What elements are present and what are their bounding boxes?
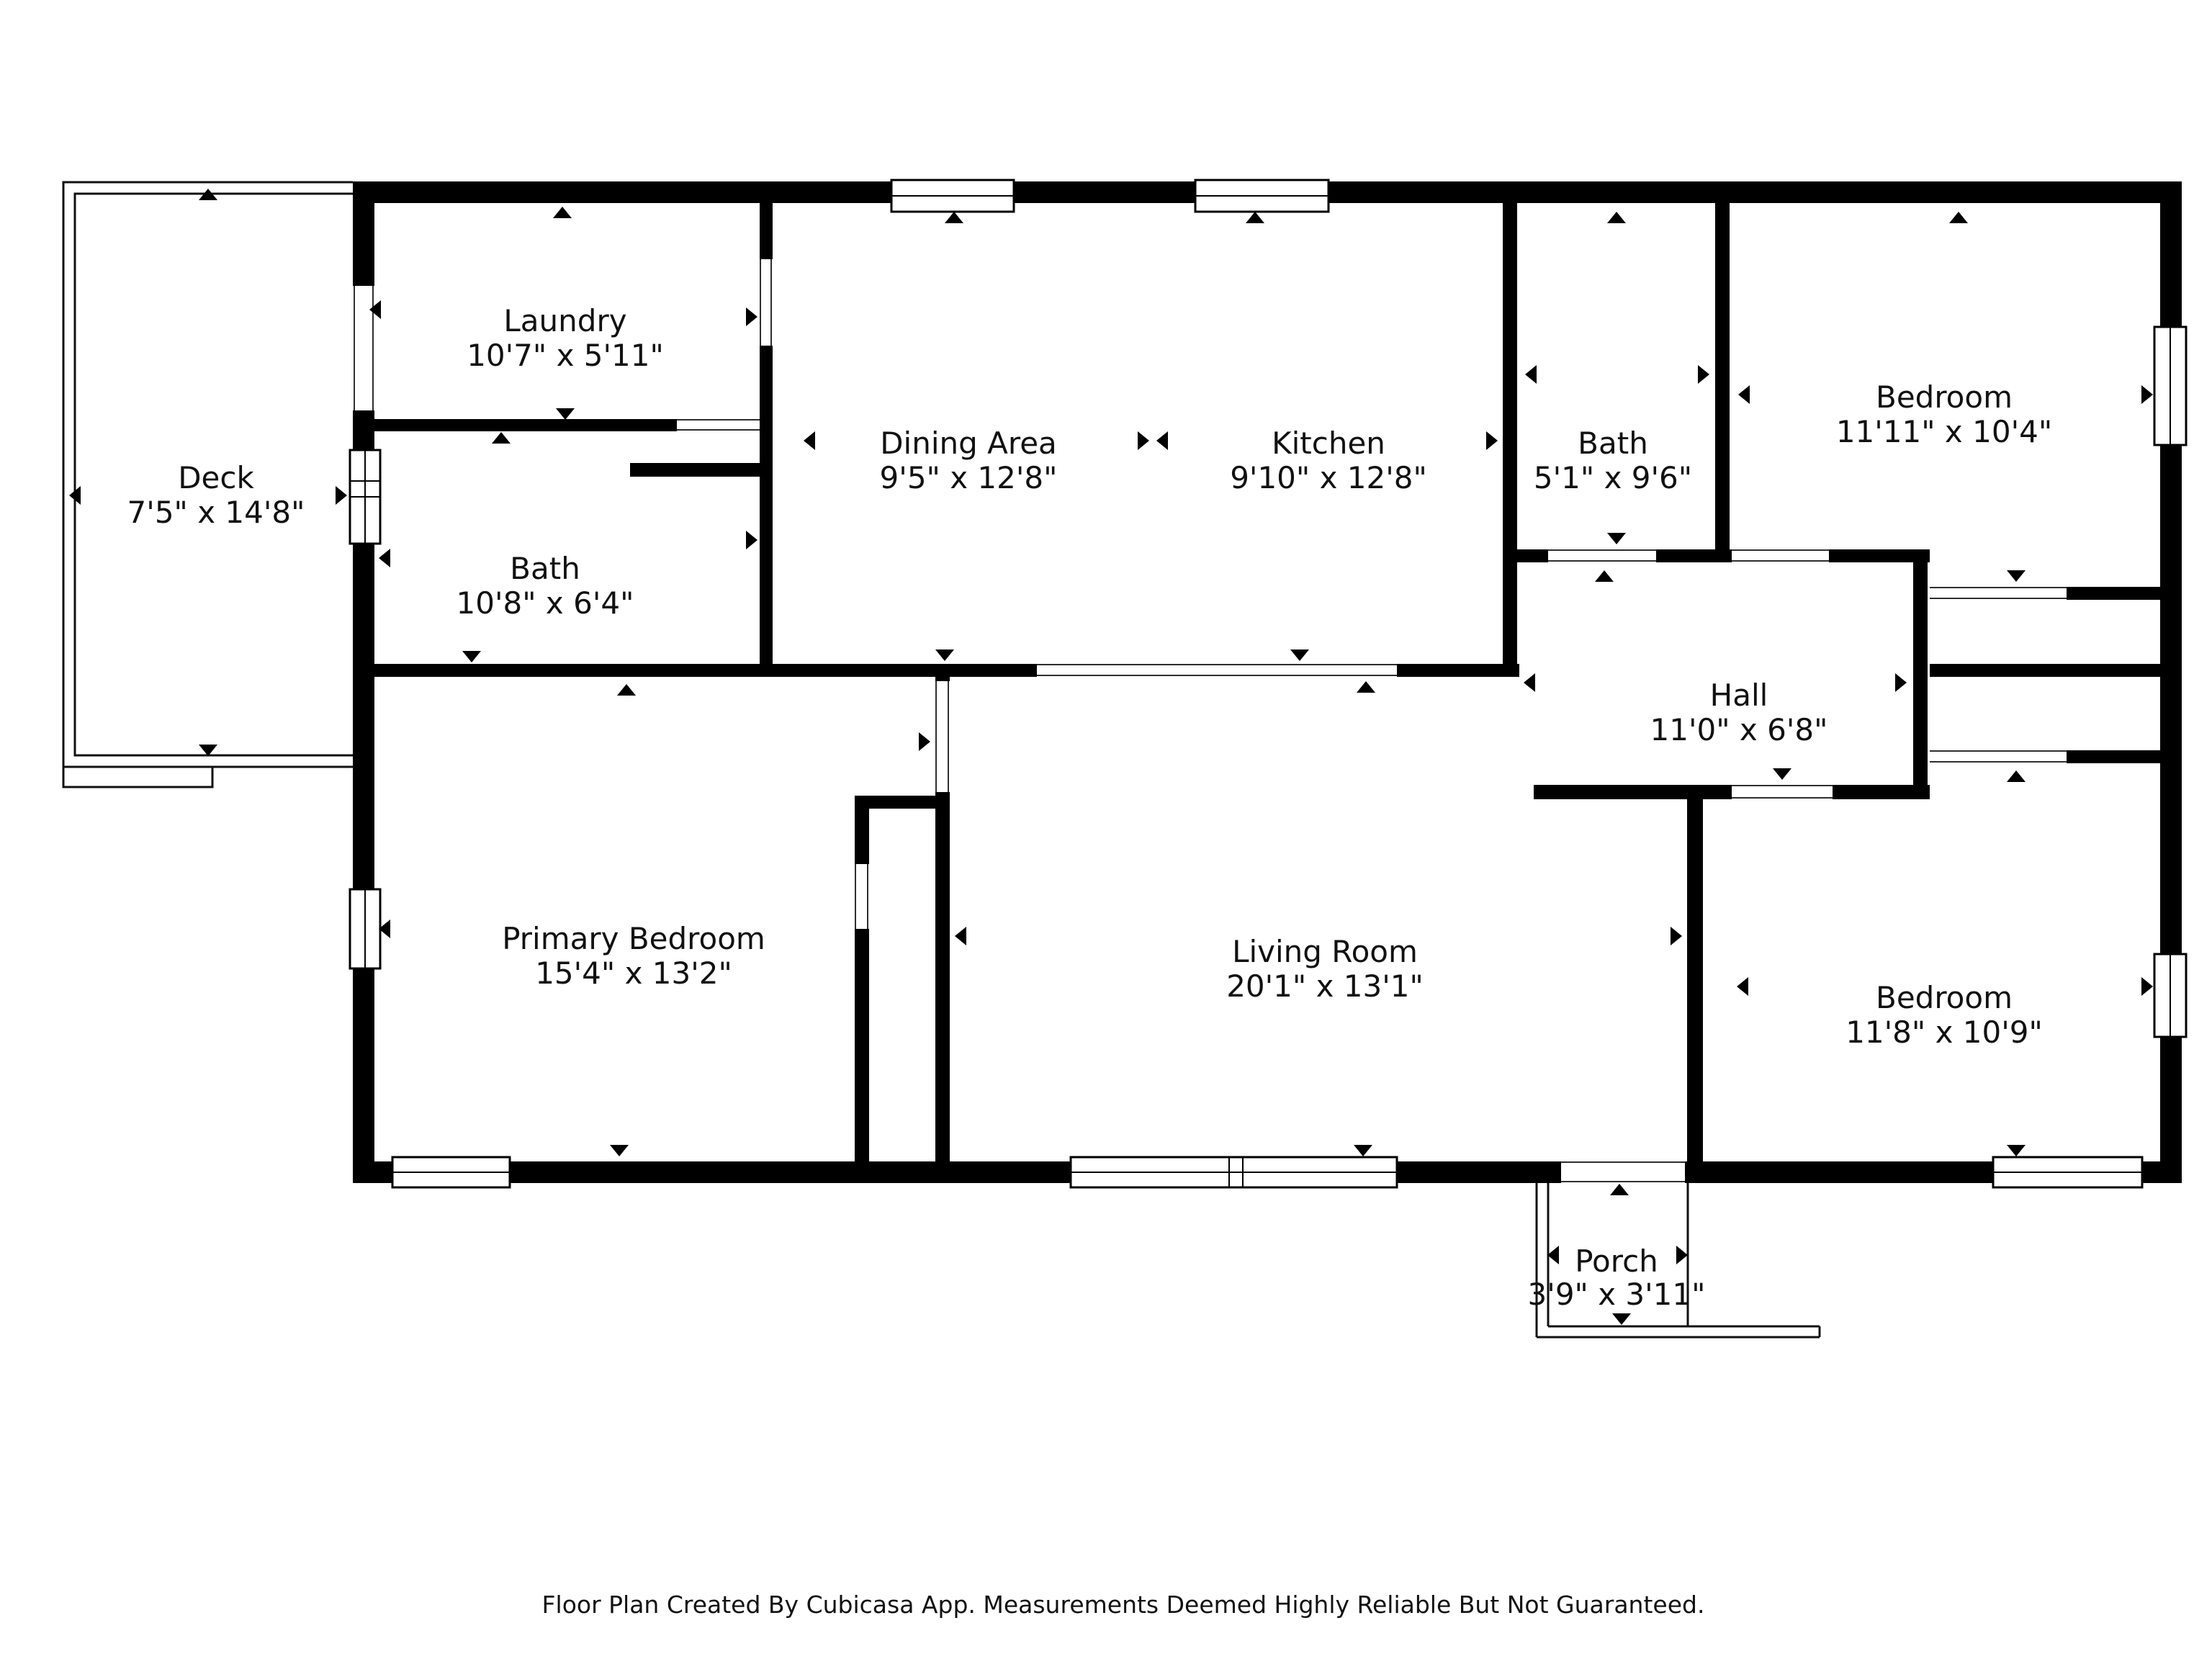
bath-2-name: Bath [1578, 426, 1648, 461]
living-room-name: Living Room [1232, 934, 1418, 969]
bedroom-1-name: Bedroom [1876, 379, 2013, 415]
footer-disclaimer: Floor Plan Created By Cubicasa App. Meas… [542, 1591, 1705, 1619]
hall-dims: 11'0" x 6'8" [1650, 712, 1828, 747]
deck-dims: 7'5" x 14'8" [127, 495, 305, 530]
room-label-primary-bedroom: Primary Bedroom 15'4" x 13'2" [502, 921, 765, 991]
room-label-hall: Hall 11'0" x 6'8" [1650, 678, 1828, 747]
deck-outline [62, 181, 353, 788]
windows [349, 179, 2188, 1189]
bath-1-name: Bath [510, 551, 580, 586]
porch-name: Porch [1575, 1244, 1658, 1279]
room-label-kitchen: Kitchen 9'10" x 12'8" [1230, 426, 1427, 495]
dining-area-dims: 9'5" x 12'8" [880, 460, 1058, 495]
laundry-name: Laundry [503, 303, 626, 338]
bedroom-1-dims: 11'11" x 10'4" [1836, 414, 2052, 449]
living-room-dims: 20'1" x 13'1" [1226, 968, 1424, 1004]
room-label-deck: Deck 7'5" x 14'8" [127, 460, 305, 530]
deck-name: Deck [178, 460, 254, 495]
laundry-dims: 10'7" x 5'11" [467, 338, 664, 373]
room-label-bedroom-1: Bedroom 11'11" x 10'4" [1836, 379, 2052, 449]
bedroom-2-dims: 11'8" x 10'9" [1845, 1015, 2043, 1050]
kitchen-name: Kitchen [1272, 426, 1385, 461]
bath-2-dims: 5'1" x 9'6" [1534, 460, 1692, 495]
dining-area-name: Dining Area [880, 426, 1057, 461]
room-label-dining-area: Dining Area 9'5" x 12'8" [880, 426, 1058, 495]
bath-1-dims: 10'8" x 6'4" [457, 585, 634, 621]
room-label-laundry: Laundry 10'7" x 5'11" [467, 303, 664, 373]
bedroom-2-name: Bedroom [1876, 980, 2013, 1015]
porch-dims: 3'9" x 3'11" [1528, 1277, 1706, 1312]
room-label-living-room: Living Room 20'1" x 13'1" [1226, 934, 1424, 1004]
room-label-bath-2: Bath 5'1" x 9'6" [1534, 426, 1692, 495]
room-label-bath-1: Bath 10'8" x 6'4" [457, 551, 634, 621]
primary-bedroom-dims: 15'4" x 13'2" [535, 956, 732, 991]
kitchen-dims: 9'10" x 12'8" [1230, 460, 1427, 495]
extent-arrows [69, 189, 2153, 1325]
door-openings [353, 259, 2067, 1183]
primary-bedroom-name: Primary Bedroom [502, 921, 765, 956]
room-labels: Deck 7'5" x 14'8" Laundry 10'7" x 5'11" … [127, 303, 2053, 1312]
hall-name: Hall [1710, 678, 1768, 713]
room-label-porch: Porch 3'9" x 3'11" [1528, 1244, 1706, 1312]
room-label-bedroom-2: Bedroom 11'8" x 10'9" [1845, 980, 2043, 1050]
